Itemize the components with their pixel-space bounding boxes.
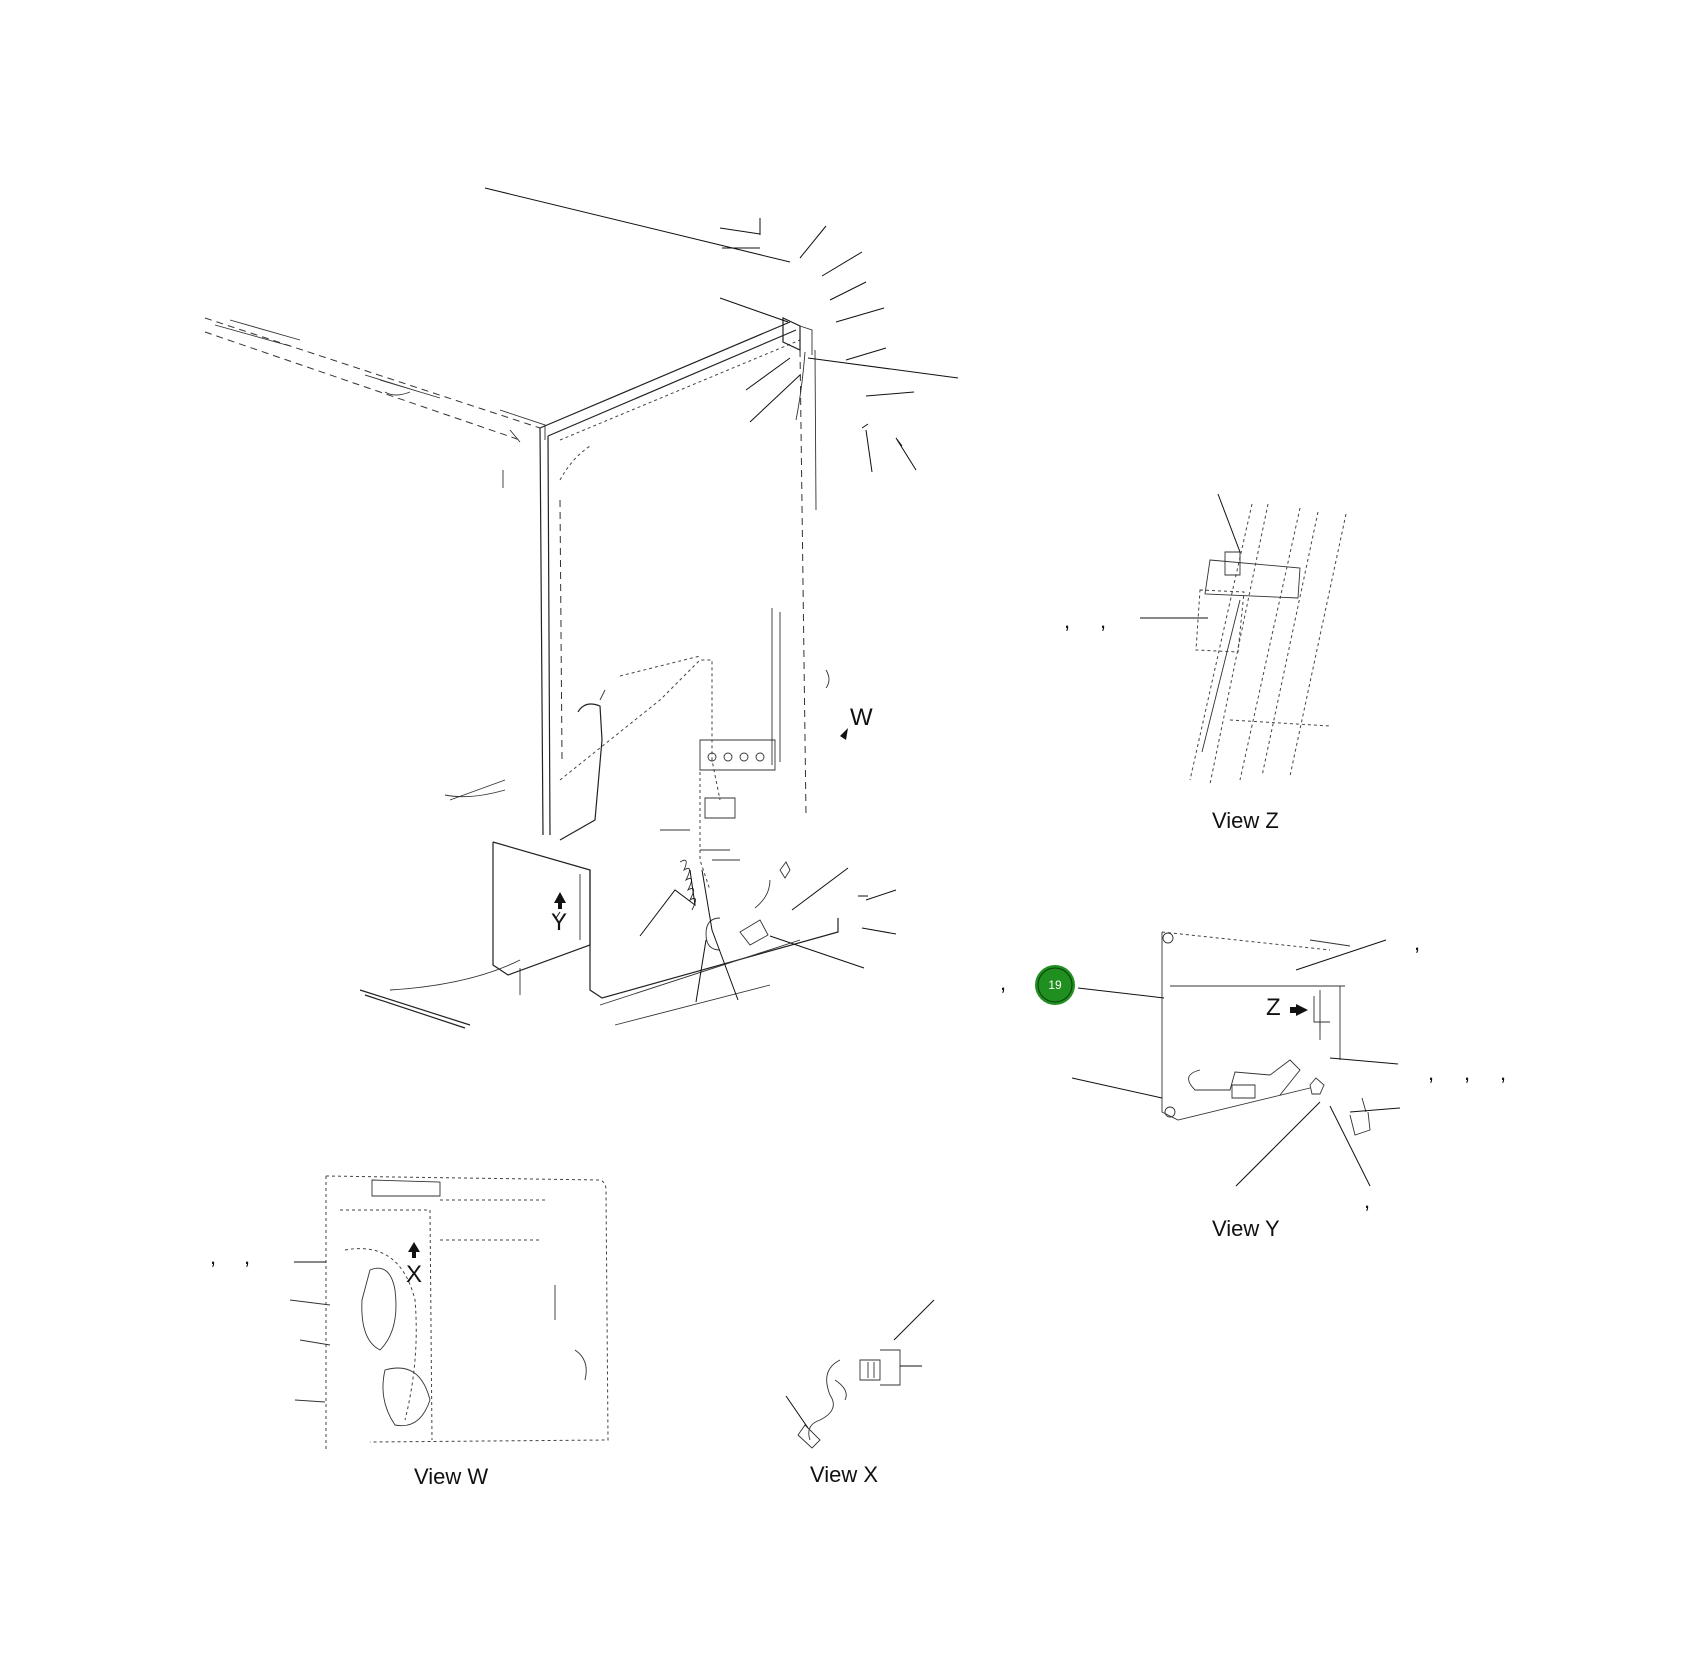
marker-x: X [406, 1261, 422, 1288]
view-w: X , , View W [210, 1175, 609, 1489]
y-arrow-icon [554, 892, 566, 903]
x-arrow-icon [408, 1242, 420, 1252]
y-separator-2: , [1414, 930, 1420, 955]
y-separator-4: , [1464, 1060, 1470, 1085]
view-w-title: View W [414, 1464, 488, 1489]
z-arrow-icon [1296, 1004, 1308, 1016]
marker-z: Z [1266, 994, 1281, 1021]
callout-number: 19 [1048, 978, 1062, 992]
view-z: , , View Z [1064, 493, 1347, 833]
main-assembly: W Y [204, 187, 959, 1029]
marker-y: Y [551, 909, 567, 936]
view-x: View X [785, 1299, 935, 1487]
marker-w: W [850, 704, 873, 731]
z-separator-1: , [1064, 608, 1070, 633]
w-arrow-icon [840, 728, 848, 740]
view-y: Z 19 , , , , , , View Y [1000, 930, 1506, 1241]
w-separator-1: , [210, 1244, 216, 1269]
y-separator-6: , [1364, 1188, 1370, 1213]
view-x-title: View X [810, 1462, 878, 1487]
z-separator-2: , [1100, 608, 1106, 633]
y-separator-1: , [1000, 970, 1006, 995]
view-y-title: View Y [1212, 1216, 1280, 1241]
view-z-title: View Z [1212, 808, 1279, 833]
w-separator-2: , [244, 1244, 250, 1269]
y-separator-5: , [1500, 1060, 1506, 1085]
callout-badge [1035, 965, 1075, 1005]
y-separator-3: , [1428, 1060, 1434, 1085]
